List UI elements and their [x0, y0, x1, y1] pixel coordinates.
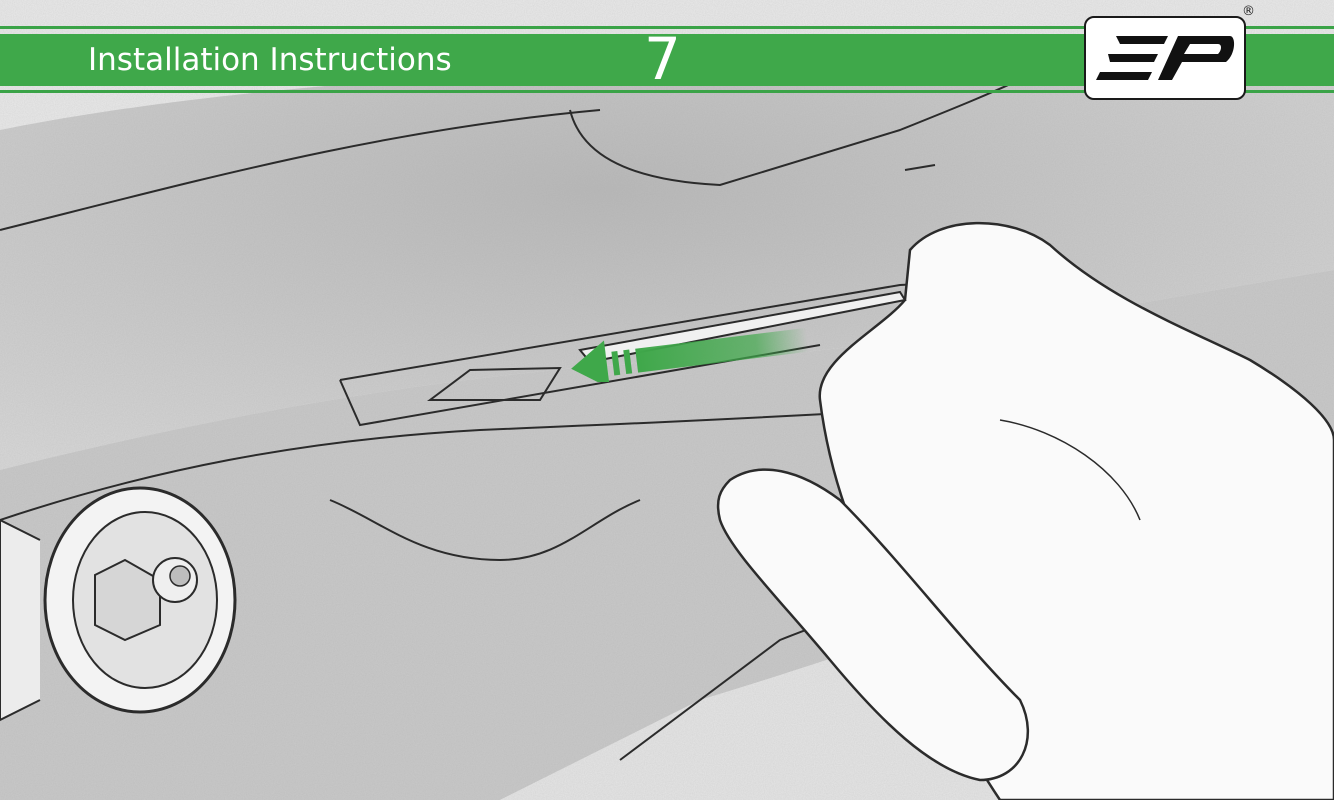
brand-logo: [1084, 16, 1246, 100]
step-number: 7: [644, 28, 681, 90]
page-title: Installation Instructions: [88, 36, 452, 84]
registered-mark: ®: [1242, 4, 1258, 20]
ep-logo-icon: [1094, 28, 1236, 90]
arrow-left-icon: [566, 322, 816, 382]
